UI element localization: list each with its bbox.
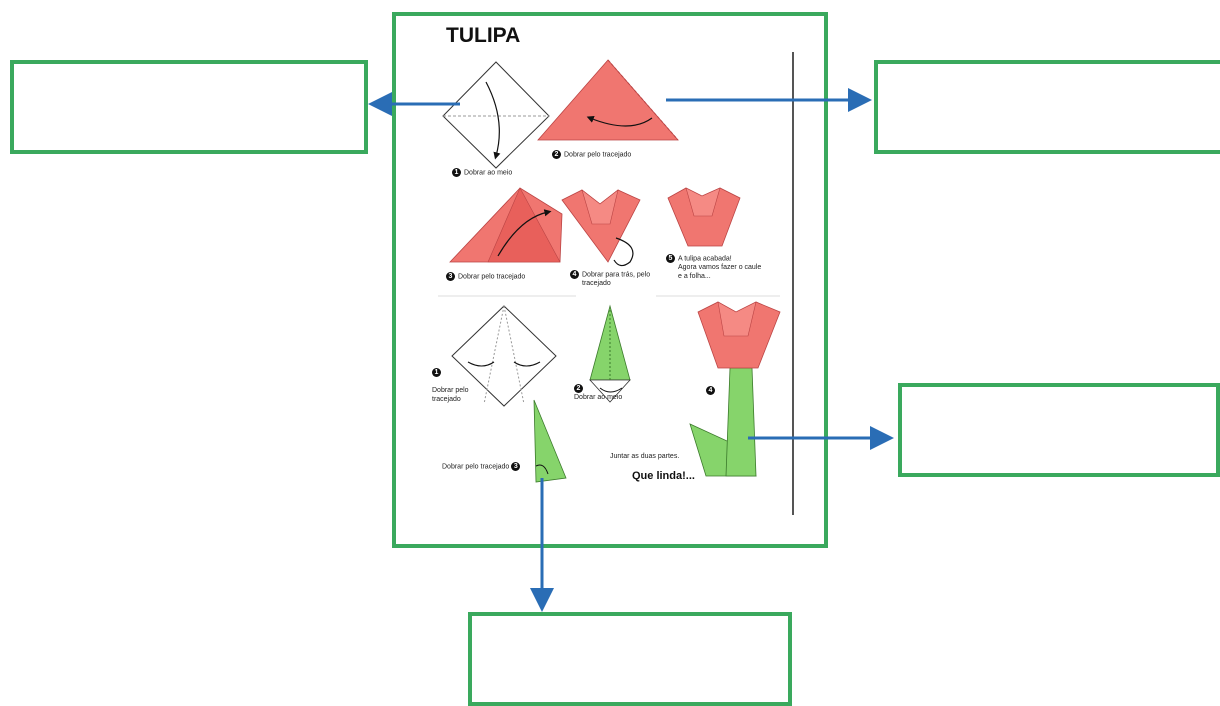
flower-step2-triangle bbox=[537, 59, 679, 141]
flower-step4 bbox=[561, 189, 641, 267]
flower-step5 bbox=[667, 187, 741, 247]
label-box-middle-right[interactable] bbox=[898, 383, 1220, 477]
stem-step3 bbox=[533, 399, 567, 483]
flower-step1-diamond bbox=[442, 61, 550, 169]
stem-step4-number: 4 bbox=[706, 386, 718, 395]
stem-step3-caption: Dobrar pelo tracejado 3 bbox=[442, 462, 523, 471]
flower-step3 bbox=[449, 187, 563, 263]
stem-step2-caption: 2 Dobrar ao meio bbox=[574, 384, 623, 402]
stem-step1-caption: 1 Dobrar pelo tracejado bbox=[432, 368, 469, 404]
stem-step2-kite bbox=[589, 304, 631, 403]
final-tulip bbox=[689, 301, 781, 477]
stem-step1-diamond bbox=[451, 305, 557, 407]
page-title: TULIPA bbox=[446, 24, 521, 47]
label-box-top-right[interactable] bbox=[874, 60, 1220, 154]
join-caption: Juntar as duas partes. bbox=[610, 453, 680, 460]
final-caption: Que linda!... bbox=[632, 470, 695, 482]
label-box-top-left[interactable] bbox=[10, 60, 368, 154]
